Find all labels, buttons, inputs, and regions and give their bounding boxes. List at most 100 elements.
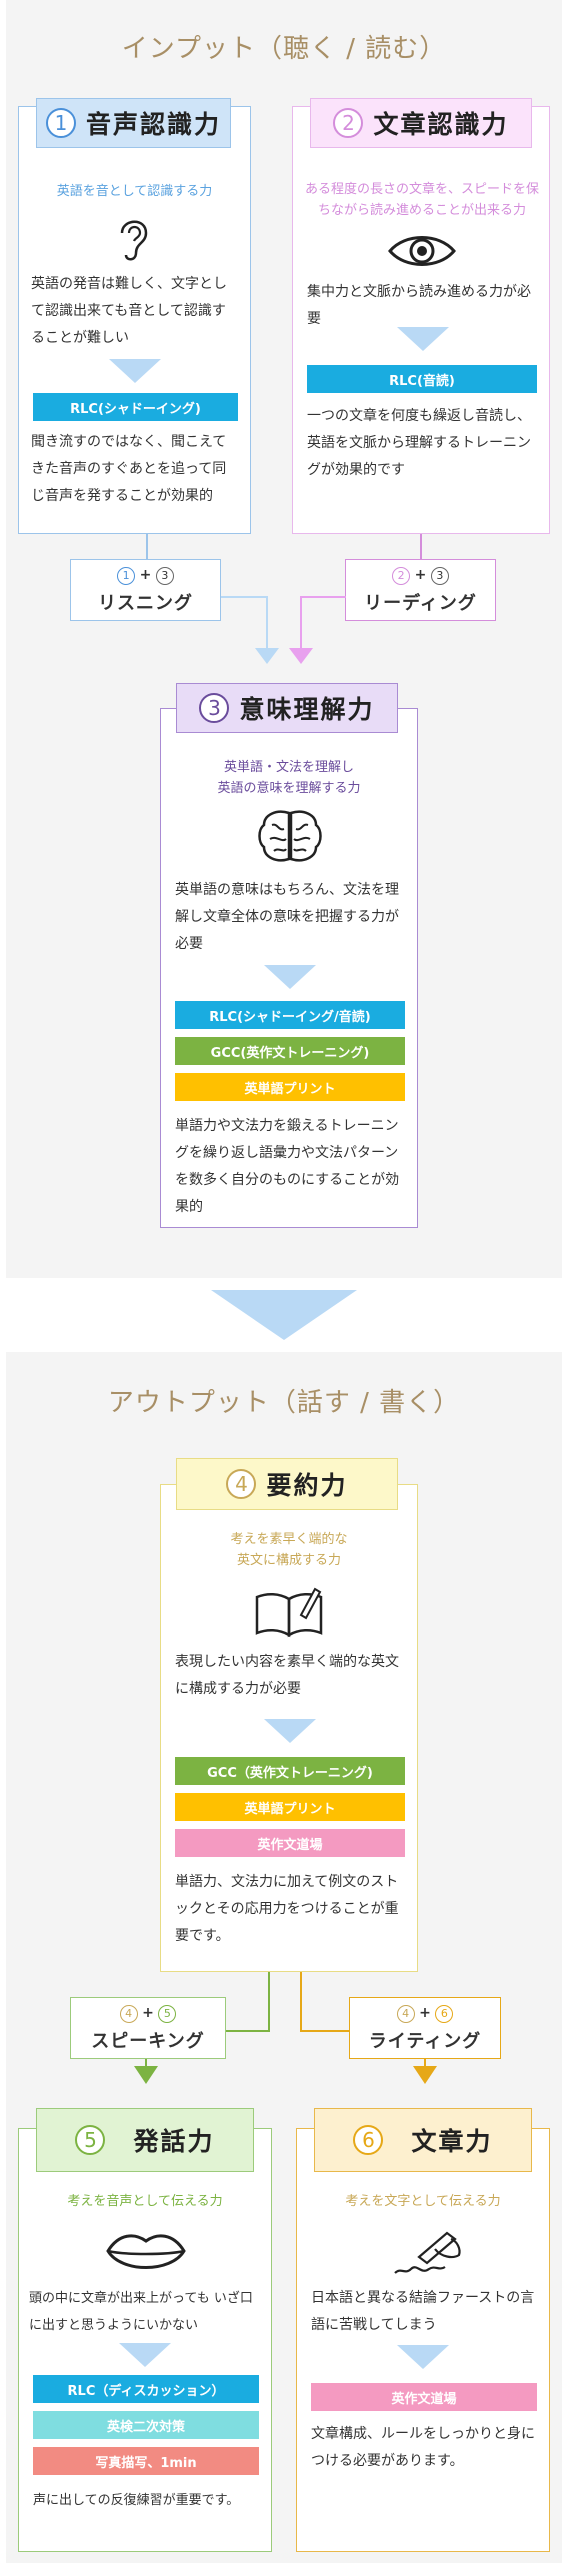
step-number-4: 4: [226, 1469, 257, 1499]
card-subtitle: ある程度の長さの文章を、スピードを保ちながら読み進めることが出来る力: [304, 182, 539, 218]
connector: [300, 1972, 302, 2032]
combo-plus: +: [139, 567, 152, 583]
method-bar-discussion: RLC（ディスカッション）: [33, 2375, 259, 2403]
down-arrow: [109, 359, 161, 383]
connector: [266, 596, 268, 648]
step-number-2: 2: [333, 108, 364, 138]
combo-number: 2: [392, 567, 411, 585]
combo-label: ライティング: [368, 2031, 482, 2052]
down-arrow: [264, 1719, 316, 1743]
speech-header: 5 発話力: [36, 2108, 254, 2172]
method-bar-photo: 写真描写、1min: [33, 2447, 259, 2475]
reading-power-header: 2 文章認識力: [310, 98, 532, 148]
combo-number: 5: [158, 2005, 177, 2023]
card-detail: 単語力、文法力に加えて例文のストックとその応用力をつけることが重要です。: [175, 1874, 399, 1944]
step-number-1: 1: [45, 108, 76, 138]
card-title: 要約力: [266, 1471, 348, 1500]
card-subtitle: 英語を音として認識する力: [56, 184, 213, 199]
card-description: 表現したい内容を素早く端的な英文に構成する力が必要: [175, 1654, 399, 1697]
combo-label: リーディング: [364, 593, 477, 614]
combo-label: リスニング: [98, 593, 193, 614]
writing-combo: 4 + 6 ライティング: [349, 1997, 501, 2059]
section-transition-arrow: [211, 1290, 357, 1340]
method-bar-eiken: 英検二次対策: [33, 2411, 259, 2439]
card-title: 文章力: [411, 2127, 493, 2156]
comprehension-header: 3 意味理解力: [176, 683, 398, 733]
combo-number: 4: [119, 2005, 138, 2023]
output-section-title: アウトプット（話す / 書く）: [107, 1388, 461, 1418]
card-subtitle: 考えを音声として伝える力: [67, 2194, 223, 2209]
connector: [268, 1972, 270, 2032]
method-bar-gcc: GCC（英作文トレーニング): [175, 1757, 405, 1785]
arrow-head: [413, 2066, 437, 2084]
method-bar-rlc: RLC(シャドーイング/音読): [175, 1001, 405, 1029]
connector: [145, 2059, 147, 2067]
card-title: 音声認識力: [85, 110, 221, 139]
speech-card: 考えを音声として伝える力 頭の中に文章が出来上がっても いざ口に出すと思うように…: [18, 2128, 272, 2552]
connector: [424, 2059, 426, 2067]
combo-number: 3: [430, 567, 449, 585]
connector: [221, 596, 267, 598]
listening-power-header: 1 音声認識力: [36, 98, 231, 148]
lips-icon: [106, 2234, 186, 2269]
eye-icon: [388, 236, 456, 266]
connector: [300, 596, 346, 598]
combo-plus: +: [142, 2005, 154, 2021]
summary-header: 4 要約力: [176, 1458, 398, 1510]
card-description: 頭の中に文章が出来上がっても いざ口に出すと思うようにいかない: [29, 2291, 253, 2333]
combo-plus: +: [414, 567, 427, 583]
step-number-3: 3: [199, 693, 230, 723]
card-description: 英単語の意味はもちろん、文法を理解し文章全体の意味を把握する力が必要: [175, 882, 399, 952]
card-description: 英語の発音は難しく、文字として認識出来ても音として認識することが難しい: [31, 276, 227, 346]
method-bar-vocab: 英単語プリント: [175, 1793, 405, 1821]
combo-label: スピーキング: [91, 2031, 205, 2052]
card-detail: 一つの文章を何度も繰返し音読し、英語を文脈から理解するトレーニングが効果的です: [307, 408, 531, 478]
step-number-5: 5: [75, 2125, 106, 2155]
card-title: 意味理解力: [239, 695, 375, 724]
composition-header: 6 文章力: [314, 2108, 532, 2172]
card-detail: 声に出しての反復練習が重要です。: [33, 2493, 240, 2508]
step-number-6: 6: [353, 2125, 384, 2155]
combo-plus: +: [419, 2005, 431, 2021]
input-section-title: インプット（聴く / 読む）: [121, 34, 447, 64]
connector: [420, 534, 422, 560]
listening-combo: 1 + 3 リスニング: [70, 559, 221, 621]
ear-icon: [120, 220, 148, 261]
card-description: 集中力と文脈から読み進める力が必要: [307, 284, 531, 327]
combo-number: 4: [396, 2005, 415, 2023]
card-description: 日本語と異なる結論ファーストの言語に苦戦してしまう: [311, 2290, 535, 2333]
connector: [300, 596, 302, 648]
combo-number: 1: [117, 567, 136, 585]
method-bar-dojo: 英作文道場: [311, 2383, 537, 2411]
card-title: 文章認識力: [373, 110, 509, 139]
method-bar-rlc: RLC(音読): [307, 365, 537, 393]
comprehension-card: 英単語・文法を理解し 英語の意味を理解する力 英単語の意味はもちろん、文法を理解…: [160, 708, 418, 1228]
down-arrow: [119, 2343, 171, 2367]
arrow-head: [134, 2066, 158, 2084]
arrow-head: [289, 648, 313, 664]
connector: [300, 2030, 350, 2032]
method-bar-dojo: 英作文道場: [175, 1829, 405, 1857]
down-arrow: [397, 2345, 449, 2369]
combo-number: 6: [435, 2005, 454, 2023]
summary-card: 考えを素早く端的な 英文に構成する力 表現したい内容を素早く端的な英文に構成する…: [160, 1484, 418, 1972]
connector: [226, 2030, 270, 2032]
method-bar-gcc: GCC(英作文トレーニング): [175, 1037, 405, 1065]
handwriting-icon: [394, 2231, 461, 2274]
method-bar-vocab: 英単語プリント: [175, 1073, 405, 1101]
card-subtitle: 考えを文字として伝える力: [345, 2194, 501, 2209]
combo-number: 3: [155, 567, 174, 585]
brain-icon: [258, 810, 322, 862]
book-icon: [255, 1587, 323, 1638]
listening-power-card: 英語を音として認識する力 英語の発音は難しく、文字として認識出来ても音として認識…: [18, 106, 251, 534]
card-detail: 文章構成、ルールをしっかりと身につける必要があります。: [311, 2426, 535, 2469]
arrow-head: [255, 648, 279, 664]
card-detail: 聞き流すのではなく、聞こえてきた音声のすぐあとを追って同じ音声を発することが効果…: [31, 434, 227, 504]
connector: [146, 534, 148, 560]
down-arrow: [264, 965, 316, 989]
card-subtitle: 考えを素早く端的な 英文に構成する力: [230, 1532, 348, 1568]
reading-power-card: ある程度の長さの文章を、スピードを保ちながら読み進めることが出来る力 集中力と文…: [292, 106, 550, 534]
composition-card: 考えを文字として伝える力 日本語と異なる結論ファーストの言語に苦戦してしまう 英…: [296, 2128, 550, 2552]
card-title: 発話力: [133, 2127, 215, 2156]
reading-combo: 2 + 3 リーディング: [345, 559, 496, 621]
